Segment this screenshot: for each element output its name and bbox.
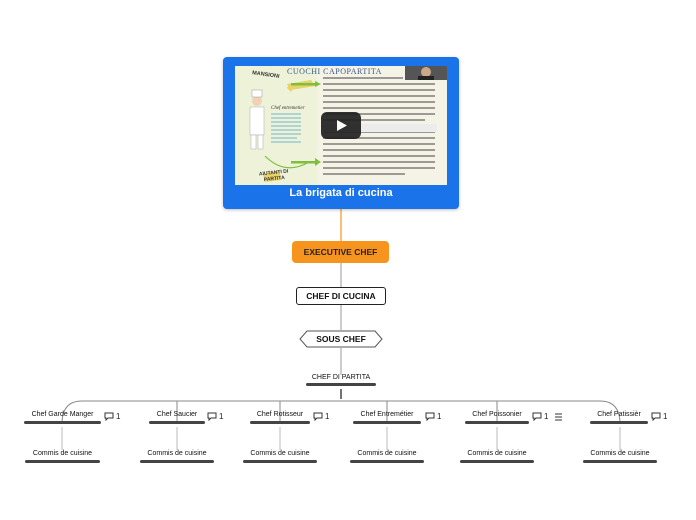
station-label: Chef Patissièr <box>597 411 641 418</box>
hexagon-shape <box>299 330 383 348</box>
comment-count: 1 <box>663 412 668 421</box>
commis-garde-manger[interactable]: Commis de cuisine <box>25 450 100 463</box>
topic-underline <box>460 460 534 463</box>
topic-underline <box>353 421 421 424</box>
commis-saucier[interactable]: Commis de cuisine <box>140 450 214 463</box>
station-entremetier[interactable]: Chef Entremétier <box>353 411 421 424</box>
comment-indicator[interactable]: 1 <box>104 412 120 421</box>
comment-indicator[interactable]: 1 <box>651 412 667 421</box>
comment-indicator[interactable]: 1 <box>313 412 329 421</box>
topic-underline <box>140 460 214 463</box>
topic-underline <box>350 460 424 463</box>
station-rotisseur[interactable]: Chef Rotisseur <box>250 411 310 424</box>
station-label: Chef Saucier <box>156 411 198 418</box>
comment-count: 1 <box>116 412 121 421</box>
commis-label: Commis de cuisine <box>250 450 310 457</box>
commis-label: Commis de cuisine <box>32 450 93 457</box>
station-label: Chef Poissonier <box>472 411 522 418</box>
station-garde-manger[interactable]: Chef Garde Manger <box>24 411 101 424</box>
topic-chef-di-cucina-label: CHEF DI CUCINA <box>306 291 376 301</box>
comment-count: 1 <box>325 412 330 421</box>
station-label: Chef Rotisseur <box>256 411 304 418</box>
comment-icon <box>313 412 323 421</box>
station-label: Chef Garde Manger <box>31 411 94 418</box>
station-poissonier[interactable]: Chef Poissonier <box>465 411 529 424</box>
play-icon <box>337 120 347 131</box>
commis-poissonier[interactable]: Commis de cuisine <box>460 450 534 463</box>
comment-indicator[interactable]: 1 <box>532 412 548 421</box>
comment-count: 1 <box>437 412 442 421</box>
topic-underline <box>465 421 529 424</box>
topic-underline <box>306 383 376 386</box>
topic-underline <box>25 460 100 463</box>
topic-underline <box>583 460 657 463</box>
video-thumbnail[interactable]: CUOCHI CAPOPARTITA MANSIONI Chef entreme… <box>235 66 447 185</box>
commis-rotisseur[interactable]: Commis de cuisine <box>243 450 317 463</box>
topic-underline <box>250 421 310 424</box>
comment-count: 1 <box>219 412 224 421</box>
comment-indicator[interactable]: 1 <box>425 412 441 421</box>
video-heading: CUOCHI CAPOPARTITA <box>287 67 382 76</box>
station-patissier[interactable]: Chef Patissièr <box>590 411 648 424</box>
comment-icon <box>207 412 217 421</box>
station-saucier[interactable]: Chef Saucier <box>149 411 205 424</box>
commis-label: Commis de cuisine <box>467 450 527 457</box>
topic-chef-di-partita[interactable]: CHEF DI PARTITA <box>306 374 376 386</box>
comment-icon <box>104 412 114 421</box>
notes-icon <box>555 413 562 421</box>
comment-indicator[interactable]: 1 <box>207 412 223 421</box>
topic-sous-chef[interactable]: SOUS CHEF <box>299 330 383 348</box>
topic-underline <box>24 421 101 424</box>
comment-icon <box>532 412 542 421</box>
play-button[interactable] <box>321 112 361 139</box>
notes-indicator[interactable] <box>554 412 563 423</box>
commis-entremetier[interactable]: Commis de cuisine <box>350 450 424 463</box>
topic-chef-di-partita-label: CHEF DI PARTITA <box>311 374 371 381</box>
comment-icon <box>425 412 435 421</box>
topic-sous-chef-label: SOUS CHEF <box>316 334 366 344</box>
station-label: Chef Entremétier <box>360 411 414 418</box>
topic-underline <box>149 421 205 424</box>
comment-count: 1 <box>544 412 549 421</box>
topic-chef-di-cucina[interactable]: CHEF DI CUCINA <box>296 287 386 305</box>
root-topic-video-card[interactable]: CUOCHI CAPOPARTITA MANSIONI Chef entreme… <box>223 57 459 209</box>
commis-label: Commis de cuisine <box>357 450 417 457</box>
commis-label: Commis de cuisine <box>147 450 207 457</box>
commis-label: Commis de cuisine <box>590 450 650 457</box>
root-topic-title: La brigata di cucina <box>289 187 393 199</box>
topic-executive-chef-label: EXECUTIVE CHEF <box>303 247 378 257</box>
topic-underline <box>590 421 648 424</box>
comment-icon <box>651 412 661 421</box>
topic-executive-chef[interactable]: EXECUTIVE CHEF <box>292 241 389 263</box>
topic-underline <box>243 460 317 463</box>
commis-patissier[interactable]: Commis de cuisine <box>583 450 657 463</box>
video-label-figure: Chef entremetier <box>271 106 305 111</box>
